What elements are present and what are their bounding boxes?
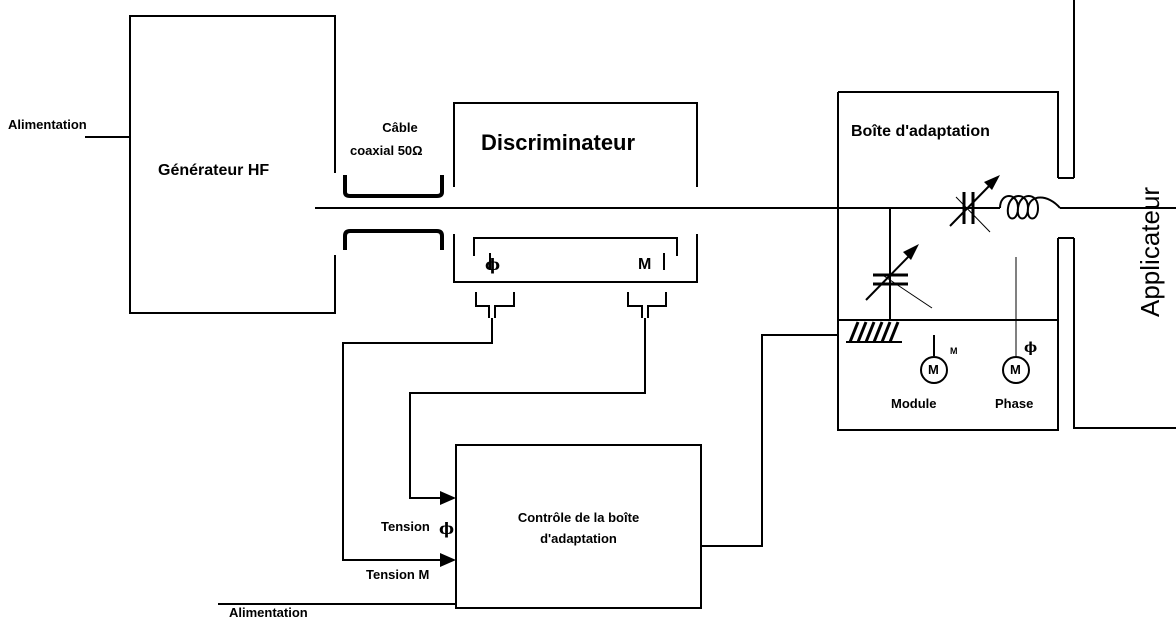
boite-label: Boîte d'adaptation bbox=[851, 123, 990, 140]
controle-label-line1: Contrôle de la boîte bbox=[517, 510, 640, 525]
wire-control-to-boite bbox=[701, 334, 838, 547]
generateur-box bbox=[129, 15, 336, 314]
discriminateur-box-lower bbox=[453, 234, 698, 283]
sensor-m-label: M bbox=[638, 256, 652, 273]
series-inductor bbox=[999, 195, 1061, 220]
cable-label-line2: coaxial 50Ω bbox=[350, 143, 423, 158]
controle-box bbox=[455, 444, 702, 609]
module-label: Module bbox=[891, 396, 937, 411]
discriminateur-box bbox=[453, 102, 698, 187]
ground-hatch bbox=[846, 321, 902, 343]
arrow-tension-m bbox=[440, 553, 456, 567]
wire-tension-phi bbox=[409, 318, 646, 499]
tension-phi-symbol: ϕ bbox=[439, 519, 455, 538]
alimentation-top-label: Alimentation bbox=[8, 117, 87, 132]
alimentation-bottom-label: Alimentation bbox=[229, 605, 308, 620]
sensor-phi-label: ϕ bbox=[485, 255, 501, 274]
tension-m-label: Tension M bbox=[366, 567, 430, 582]
shunt-variable-capacitor bbox=[865, 244, 933, 309]
series-variable-capacitor bbox=[949, 175, 1000, 233]
applicateur-box bbox=[1073, 0, 1176, 429]
probe-m bbox=[627, 292, 667, 318]
phase-label: Phase bbox=[995, 396, 1034, 411]
motor-phase-symbol: M bbox=[1010, 362, 1021, 377]
motor-module-symbol: M bbox=[928, 362, 939, 377]
boite-box bbox=[838, 91, 1059, 178]
motor-module bbox=[920, 356, 948, 384]
tension-phi-label: Tension bbox=[381, 519, 430, 534]
applicateur-label: Applicateur bbox=[1135, 186, 1165, 317]
cable-label-line1: Câble bbox=[382, 120, 418, 135]
motor-module-tag: M bbox=[950, 346, 958, 356]
motor-phase-tag: ϕ bbox=[1024, 340, 1038, 356]
discriminateur-label: Discriminateur bbox=[481, 130, 636, 155]
probe-phi bbox=[475, 292, 515, 318]
arrow-tension-phi bbox=[440, 491, 456, 505]
cable-bracket-top bbox=[343, 175, 444, 198]
motor-phase bbox=[1002, 356, 1030, 384]
controle-label-line2: d'adaptation bbox=[540, 531, 617, 546]
boite-box-left bbox=[837, 92, 1059, 431]
cable-bracket-bottom bbox=[343, 229, 444, 250]
generateur-label: Générateur HF bbox=[158, 162, 270, 179]
wire-tension-m bbox=[342, 318, 493, 561]
discriminateur-sensor-bar bbox=[473, 237, 678, 256]
